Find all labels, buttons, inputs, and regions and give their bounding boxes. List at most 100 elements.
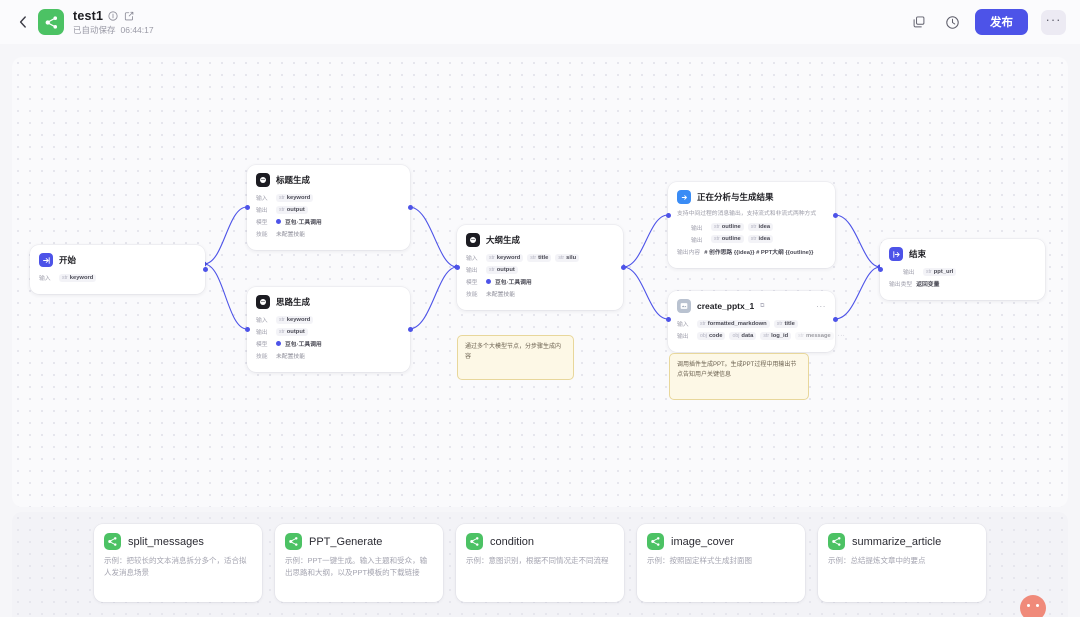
model-dot-icon [276, 219, 281, 224]
port-in[interactable] [877, 267, 883, 272]
assistant-face-icon[interactable] [1020, 595, 1046, 617]
template-name: condition [490, 535, 535, 548]
start-node-icon [39, 253, 53, 267]
row-label: 输入 [39, 276, 51, 282]
edit-square-icon[interactable] [124, 10, 135, 21]
template-card-summarize-article[interactable]: summarize_article 示例：总结提炼文章中的要点 [818, 524, 986, 602]
template-card-ppt-generate[interactable]: PPT_Generate 示例：PPT一键生成。输入主题和受众，输出思路和大纲，… [275, 524, 443, 602]
row-label: 模型 [466, 280, 478, 286]
node-row-model: 模型 豆包·工具调用 [256, 339, 401, 348]
output-type-value: 返回变量 [916, 282, 940, 288]
row-label: 输入 [256, 196, 268, 202]
port-in[interactable] [665, 212, 671, 218]
chip-name: idea [758, 224, 771, 231]
template-description: 示例：PPT一键生成。输入主题和受众，输出思路和大纲，以及PPT模板的下载链接 [285, 556, 428, 578]
workflow-logo-icon [38, 9, 64, 35]
back-button[interactable] [14, 13, 32, 31]
chip-name: silu [566, 254, 577, 261]
node-more-button[interactable]: ··· [816, 301, 826, 311]
node-title: create_pptx_1 [697, 301, 755, 311]
skill-value: 未配置技能 [276, 232, 305, 238]
publish-button[interactable]: 发布 [975, 9, 1028, 35]
chip-type: str [530, 254, 537, 261]
port-out[interactable] [620, 265, 626, 270]
node-title: 大纲生成 [486, 235, 521, 245]
workflow-template-icon [285, 533, 302, 550]
chip-name: code [708, 332, 723, 339]
history-clock-icon[interactable] [942, 12, 962, 32]
port-in[interactable] [244, 205, 250, 210]
sticky-note-llm[interactable]: 通过多个大模型节点，分步骤生成内容 [457, 335, 574, 380]
row-label: 模型 [256, 342, 268, 348]
port-out[interactable] [202, 267, 208, 272]
sticky-note-plugin[interactable]: 调用插件生成PPT。生成PPT过程中用输出节点告知用户关键信息 [669, 353, 809, 400]
chip-name: message [805, 332, 831, 339]
port-out[interactable] [407, 327, 413, 332]
port-in[interactable] [665, 316, 671, 322]
chip-type: str [279, 206, 285, 213]
node-title: 正在分析与生成结果 [697, 192, 774, 202]
row-label: 输出 [691, 225, 703, 232]
template-card-condition[interactable]: condition 示例：意图识别，根据不同情况走不同流程 [456, 524, 624, 602]
chip-type: str [763, 332, 770, 339]
workflow-template-icon [647, 533, 664, 550]
node-subtitle: 支持中间过程的消息输出，支持流式和非流式两种方式 [677, 211, 817, 217]
more-options-button[interactable]: ··· [1041, 9, 1066, 35]
port-out[interactable] [832, 212, 838, 218]
chip-type: str [279, 328, 285, 335]
template-card-image-cover[interactable]: image_cover 示例：按照固定样式生成封面图 [637, 524, 805, 602]
row-label: 输出 [691, 237, 703, 244]
port-in[interactable] [244, 327, 250, 332]
port-in[interactable] [454, 265, 460, 270]
node-row-model: 模型 豆包·工具调用 [466, 277, 614, 286]
node-output-message[interactable]: 正在分析与生成结果 支持中间过程的消息输出，支持流式和非流式两种方式 输出 st… [665, 182, 838, 268]
node-row-skill: 技能 未配置技能 [256, 351, 401, 360]
template-card-split-messages[interactable]: split_messages 示例：把较长的文本消息拆分多个，适合拟人发消息场景 [94, 524, 262, 602]
port-out[interactable] [407, 205, 413, 210]
chip-name: title [538, 254, 549, 261]
output-content-value: # 创作思路 {{idea}} # PPT大纲 {{outline}} [704, 249, 814, 256]
chip-type: obj [732, 332, 740, 339]
page-title: test1 [73, 8, 104, 23]
copy-icon[interactable]: ⧉ [760, 302, 765, 309]
chip-name: idea [758, 236, 771, 243]
info-circle-icon[interactable] [108, 10, 119, 21]
chip-name: output [286, 206, 305, 213]
port-out[interactable] [832, 316, 838, 322]
model-name: 豆包·工具调用 [285, 220, 322, 226]
workflow-template-icon [466, 533, 483, 550]
row-label: 输入 [256, 318, 268, 324]
duplicate-icon[interactable] [909, 12, 929, 32]
template-name: split_messages [128, 535, 204, 548]
node-row-output-content: 输出内容 # 创作思路 {{idea}} # PPT大纲 {{outline}} [677, 247, 826, 256]
chip-name: output [496, 266, 515, 273]
chip-name: keyword [286, 316, 311, 323]
row-label: 输出 [466, 268, 478, 274]
outputs-overflow-button[interactable]: ··· [837, 332, 846, 339]
